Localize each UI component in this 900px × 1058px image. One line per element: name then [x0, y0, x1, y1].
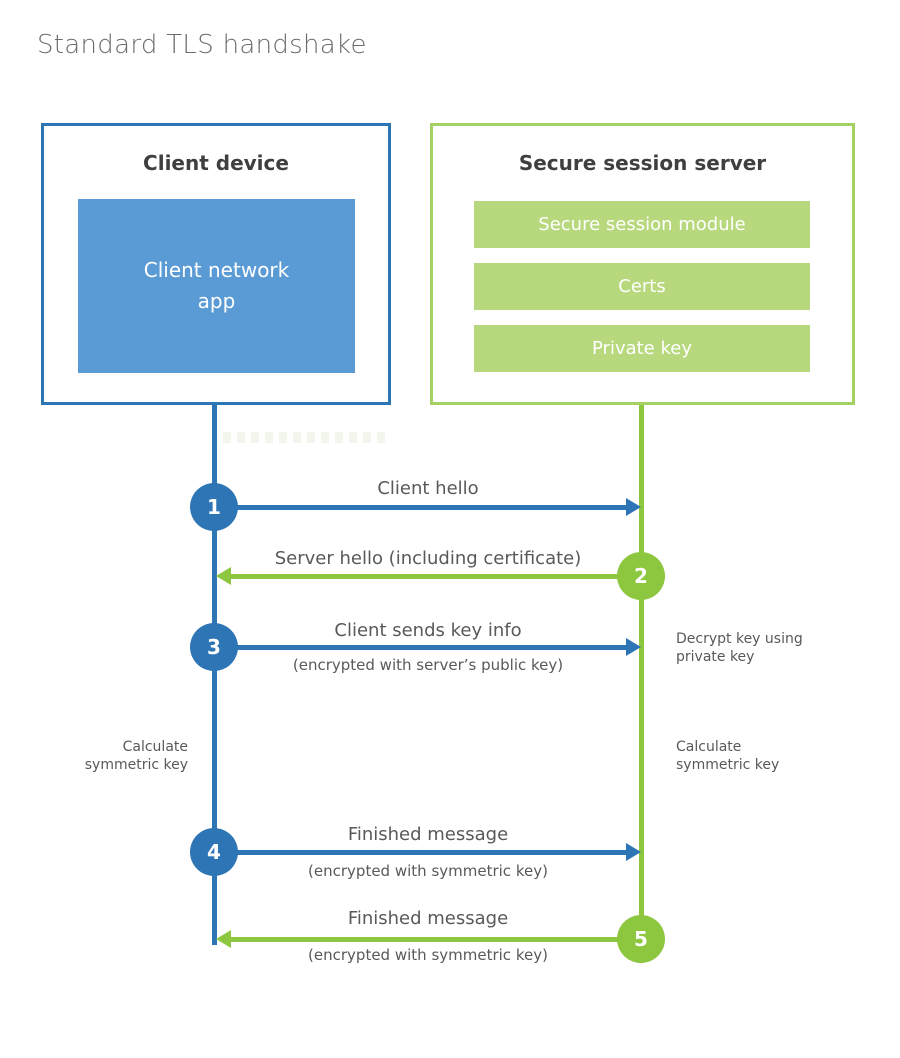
client-network-app-box: Client network app [78, 199, 355, 373]
arrow-client-hello [216, 505, 626, 510]
arrow-finished-server [231, 937, 641, 942]
label-finished-server: Finished message [347, 908, 509, 929]
arrow-left-icon [216, 930, 231, 948]
secure-session-server-box: Secure session server Secure session mod… [430, 123, 855, 405]
step-circle-5: 5 [617, 915, 665, 963]
server-module-certs: Certs [474, 263, 810, 310]
arrow-right-icon [626, 843, 641, 861]
arrow-client-key-info [216, 645, 626, 650]
label-server-hello: Server hello (including certificate) [274, 548, 582, 569]
page-title: Standard TLS handshake [37, 30, 367, 60]
arrow-server-hello [231, 574, 641, 579]
secure-session-server-title: Secure session server [518, 151, 767, 175]
step-circle-3: 3 [190, 623, 238, 671]
sublabel-client-key-info: (encrypted with server’s public key) [292, 656, 564, 674]
label-client-hello: Client hello [377, 478, 479, 499]
note-calculate-symmetric-key-server: Calculate symmetric key [676, 739, 780, 773]
step-circle-1: 1 [190, 483, 238, 531]
arrow-right-icon [626, 498, 641, 516]
note-calculate-symmetric-key-client: Calculate symmetric key [84, 739, 188, 773]
label-client-key-info: Client sends key info [334, 620, 522, 641]
step-circle-4: 4 [190, 828, 238, 876]
sublabel-finished-client: (encrypted with symmetric key) [308, 862, 548, 880]
server-module-secure-session: Secure session module [474, 201, 810, 248]
server-lifeline [639, 405, 644, 938]
step-circle-2: 2 [617, 552, 665, 600]
client-device-box: Client device Client network app [41, 123, 391, 405]
arrow-finished-client [216, 850, 626, 855]
client-lifeline [212, 405, 217, 945]
client-device-title: Client device [143, 151, 289, 175]
faint-dashed-line [223, 432, 388, 443]
arrow-right-icon [626, 638, 641, 656]
label-finished-client: Finished message [347, 824, 509, 845]
server-module-private-key: Private key [474, 325, 810, 372]
sublabel-finished-server: (encrypted with symmetric key) [308, 946, 548, 964]
arrow-left-icon [216, 567, 231, 585]
note-decrypt-key: Decrypt key using private key [676, 631, 803, 665]
